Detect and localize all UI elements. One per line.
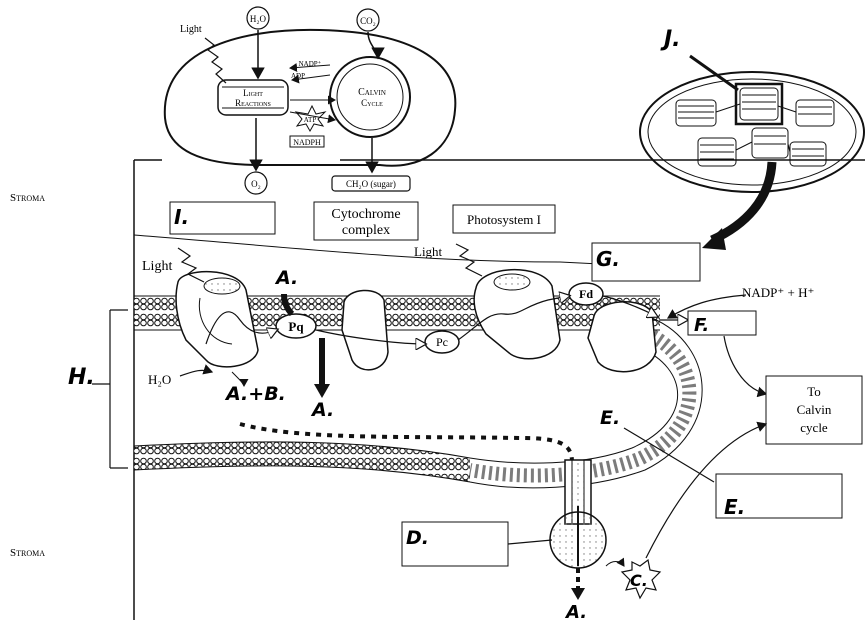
label-D: D.	[406, 527, 429, 549]
bracket-H	[92, 309, 128, 469]
chloroplast-inset: Light Reactions Calvin Cycle H₂O CO₂ O₂ …	[163, 6, 457, 195]
answer-box-F	[687, 310, 757, 336]
grana-stacks	[675, 87, 835, 167]
label-E-marker: E.	[600, 407, 620, 429]
label-C: C.	[630, 571, 648, 590]
starburst-C	[620, 558, 662, 600]
inset-light-reactions-label-2: Reactions	[235, 98, 271, 108]
electron-flow	[205, 296, 686, 344]
inset-light-zigzag	[204, 37, 227, 84]
light-reactions-stack: Light Reactions	[217, 79, 289, 116]
cytochrome-label-2: complex	[342, 223, 390, 238]
to-calvin-label-3: cycle	[800, 420, 828, 435]
inset-h2o-label: H₂O	[250, 14, 267, 24]
to-calvin-label-1: To	[807, 384, 821, 399]
fd-label: Fd	[579, 287, 593, 301]
light-center-zigzag	[455, 243, 483, 277]
inset-atp-star	[294, 104, 327, 133]
thylakoid-membrane-curve	[468, 317, 703, 489]
chloroplast-thylakoid-inset: J.	[639, 27, 865, 250]
photosystem1-box	[452, 204, 556, 234]
cytochrome-label-1: Cytochrome	[331, 207, 400, 222]
to-calvin-box	[765, 375, 863, 445]
cytochrome-box	[313, 201, 419, 241]
atp-synthase	[549, 459, 607, 569]
inset-o2-label: O₂	[251, 179, 261, 189]
answer-box-E	[715, 473, 843, 519]
answer-box-D	[401, 521, 509, 567]
light-center-label: Light	[414, 244, 443, 259]
label-I: I.	[174, 205, 189, 229]
label-A-bottom: A.	[564, 602, 587, 620]
inset-atp-label: ATP	[304, 116, 317, 124]
photosystem-I	[473, 268, 561, 360]
inset-light-reactions-label-1: Light	[243, 88, 263, 98]
label-J: J.	[660, 27, 681, 52]
label-A-middle: A.	[310, 399, 334, 421]
light-left-label: Light	[142, 259, 172, 274]
main-frame	[133, 159, 865, 620]
to-calvin-label-2: Calvin	[797, 402, 832, 417]
inset-sugar-box	[331, 175, 411, 192]
inset-calvin-label-2: Cycle	[361, 98, 383, 108]
label-G: G.	[596, 247, 620, 271]
lumen-boundary	[133, 234, 621, 266]
zoom-box	[734, 82, 784, 126]
stroma-label-bottom: Stroma	[10, 547, 45, 559]
inset-h2o-node	[246, 6, 270, 30]
stroma-label-top: Stroma	[10, 192, 45, 204]
answer-box-G	[591, 242, 701, 282]
pq-carrier	[275, 313, 317, 339]
inset-co2-label: CO₂	[360, 16, 376, 26]
label-A-top: A.	[274, 267, 298, 289]
inset-nadp-label: NADP⁺	[299, 60, 322, 68]
inset-nadph-box	[289, 135, 325, 148]
inset-o2-node	[244, 171, 268, 195]
light-left-zigzag	[177, 247, 205, 283]
nadp-reductase	[587, 301, 657, 373]
h2o-membrane-label: H₂O	[148, 372, 171, 387]
label-A-plus-B: A.+B.	[224, 383, 286, 405]
pq-label: Pq	[288, 319, 304, 334]
inset-calvin-label-1: Calvin	[358, 87, 386, 98]
inset-nadph-label: NADPH	[293, 138, 321, 147]
pc-label: Pc	[436, 335, 448, 349]
thylakoid-membrane-lower	[133, 441, 471, 483]
nadp-h-label: NADP⁺ + H⁺	[742, 285, 814, 300]
inset-co2-node	[356, 8, 380, 32]
answer-box-I	[169, 201, 276, 235]
label-H: H.	[68, 365, 95, 390]
inset-light-label: Light	[180, 24, 202, 35]
calvin-cycle-circle: Calvin Cycle	[329, 56, 411, 138]
inset-sugar-label: CH₂O (sugar)	[346, 179, 396, 189]
cytochrome-complex	[341, 289, 389, 371]
label-F: F.	[694, 315, 709, 336]
photosystem1-label: Photosystem I	[467, 212, 541, 227]
label-E-box: E.	[724, 495, 745, 519]
